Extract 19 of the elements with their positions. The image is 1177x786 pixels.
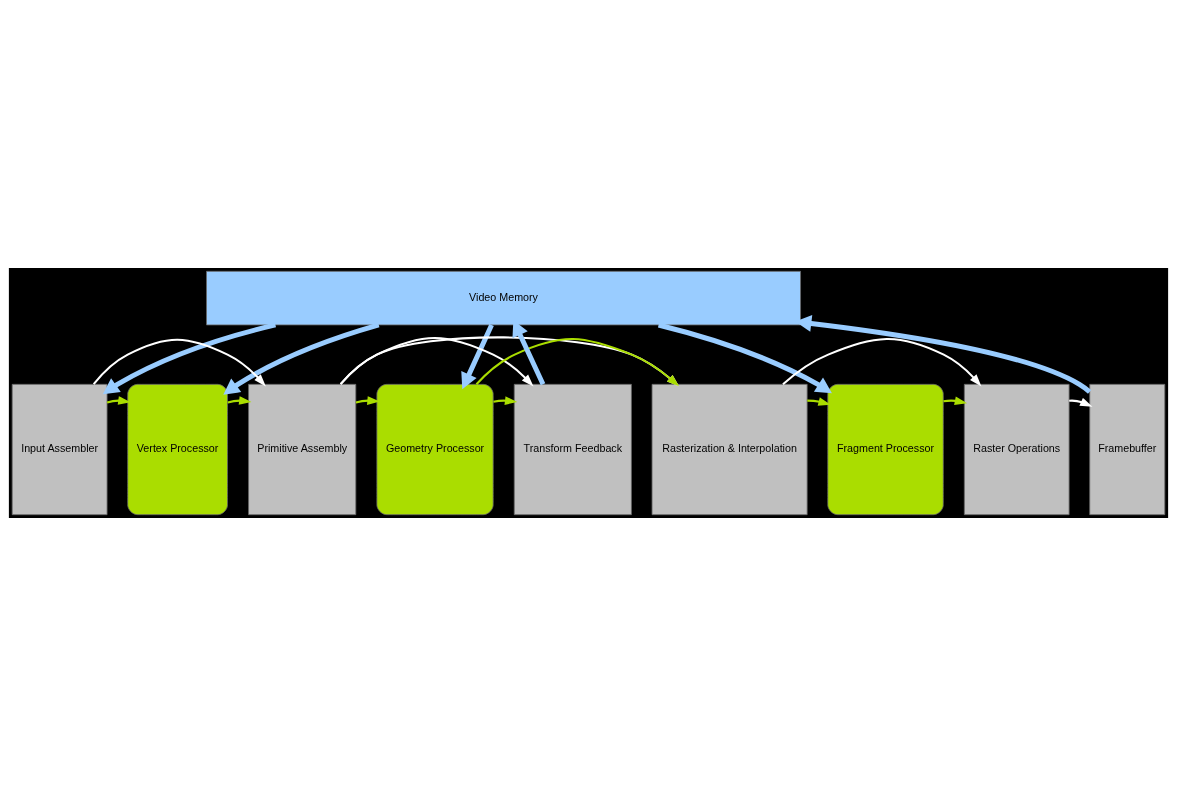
node-box: Raster Operations [963, 383, 1070, 516]
arrow [92, 338, 266, 387]
node-box: Geometry Processor [376, 383, 494, 516]
arrow [943, 396, 968, 405]
arrow [461, 324, 494, 390]
arrow [223, 322, 380, 395]
node-box: Framebuffer [1089, 383, 1166, 516]
arrow [657, 322, 832, 394]
node-box: Rasterization & Interpolation [651, 383, 808, 516]
node-box: Fragment Processor [827, 383, 944, 516]
arrow [475, 338, 680, 387]
node-box: Video Memory [206, 270, 801, 326]
arrow [102, 322, 277, 395]
node-box: Primitive Assembly [248, 383, 357, 516]
node-box: Transform Feedback [513, 383, 632, 516]
arrow [782, 337, 982, 387]
node-box: Input Assembler [11, 383, 108, 516]
arrow [807, 397, 831, 406]
node-box: Vertex Processor [127, 383, 228, 516]
